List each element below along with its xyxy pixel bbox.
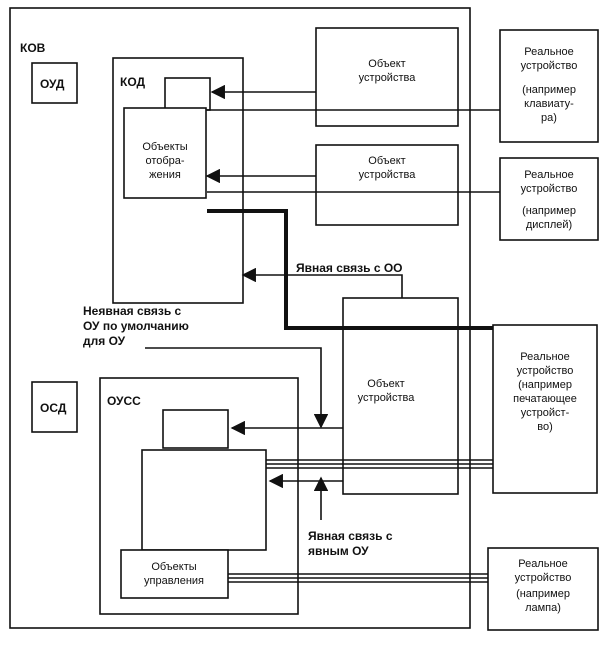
- real-device-keyboard: Реальное устройство (например клавиату- …: [499, 29, 599, 143]
- real-device-keyboard-line1: Реальное: [524, 46, 574, 58]
- device-object-1-line2: устройства: [359, 72, 417, 84]
- device-object-3-line2: устройства: [358, 392, 416, 404]
- real-device-printer: Реальное устройство (например печатающее…: [492, 324, 598, 494]
- real-device-keyboard-line3: (например: [522, 84, 576, 96]
- oud-box: ОУД: [31, 62, 78, 104]
- real-device-display-line1: Реальное: [524, 169, 574, 181]
- implicit-link-line2: ОУ по умолчанию: [83, 319, 189, 333]
- ouss-label: ОУСС: [107, 394, 141, 408]
- real-device-printer-line2: устройство: [517, 365, 574, 377]
- link-display-printer: [207, 209, 493, 330]
- explicit-link-oo-label: Явная связь с ОО: [296, 261, 403, 275]
- implicit-link-label: Неявная связь с ОУ по умолчанию для ОУ: [83, 304, 189, 348]
- kov-label: КОВ: [20, 41, 46, 55]
- real-device-printer-line3: (например: [518, 379, 572, 391]
- kod-box: КОД Объекты отобра- жения: [112, 57, 244, 304]
- device-object-2-line2: устройства: [359, 169, 417, 181]
- implicit-link-line3: для ОУ: [83, 334, 126, 348]
- real-device-keyboard-line4: клавиату-: [524, 98, 574, 110]
- real-device-lamp-line1: Реальное: [518, 558, 568, 570]
- device-object-1-line1: Объект: [368, 58, 405, 70]
- implicit-link-line1: Неявная связь с: [83, 304, 182, 318]
- display-objects-box: [123, 107, 207, 199]
- explicit-link-ou-line1: Явная связь с: [308, 529, 393, 543]
- device-object-2-line1: Объект: [368, 155, 405, 167]
- osd-label: ОСД: [40, 401, 67, 415]
- osd-box: ОСД: [31, 381, 78, 433]
- display-objects-line3: жения: [149, 169, 181, 181]
- explicit-link-ou-line2: явным ОУ: [308, 544, 369, 558]
- ouss-middle-box: [141, 449, 267, 551]
- arrow-explicit-oo: [241, 267, 403, 298]
- real-device-keyboard-line2: устройство: [521, 60, 578, 72]
- real-device-lamp-line2: устройство: [515, 572, 572, 584]
- connections: [145, 84, 500, 583]
- explicit-link-ou-label: Явная связь с явным ОУ: [308, 529, 393, 558]
- real-device-printer-line6: во): [537, 421, 553, 433]
- display-objects-line2: отобра-: [145, 155, 184, 167]
- kod-label: КОД: [120, 75, 146, 89]
- real-device-printer-line1: Реальное: [520, 351, 570, 363]
- control-objects-box: [120, 549, 229, 599]
- control-objects-line1: Объекты: [151, 561, 196, 573]
- real-device-lamp: Реальное устройство (например лампа): [487, 547, 599, 631]
- real-device-display-line3: (например: [522, 205, 576, 217]
- device-object-1: Объект устройства: [315, 27, 459, 127]
- real-device-display-line2: устройство: [521, 183, 578, 195]
- real-device-printer-line5: устройст-: [521, 407, 570, 419]
- arrow-implicit-ou: [145, 347, 329, 429]
- real-device-printer-line4: печатающее: [513, 393, 577, 405]
- device-object-2: Объект устройства: [315, 144, 459, 226]
- real-device-display: Реальное устройство (например дисплей): [499, 157, 599, 241]
- oud-label: ОУД: [40, 77, 65, 91]
- device-object-3: Объект устройства: [342, 297, 459, 495]
- display-objects-line1: Объекты: [142, 141, 187, 153]
- display-object-tab: [164, 77, 211, 111]
- real-device-lamp-line4: лампа): [525, 602, 561, 614]
- real-device-display-line4: дисплей): [526, 219, 572, 231]
- device-object-3-line1: Объект: [367, 378, 404, 390]
- ouss-upper-box: [162, 409, 229, 449]
- control-objects-line2: управления: [144, 575, 204, 587]
- real-device-keyboard-line5: ра): [541, 112, 557, 124]
- real-device-lamp-line3: (например: [516, 588, 570, 600]
